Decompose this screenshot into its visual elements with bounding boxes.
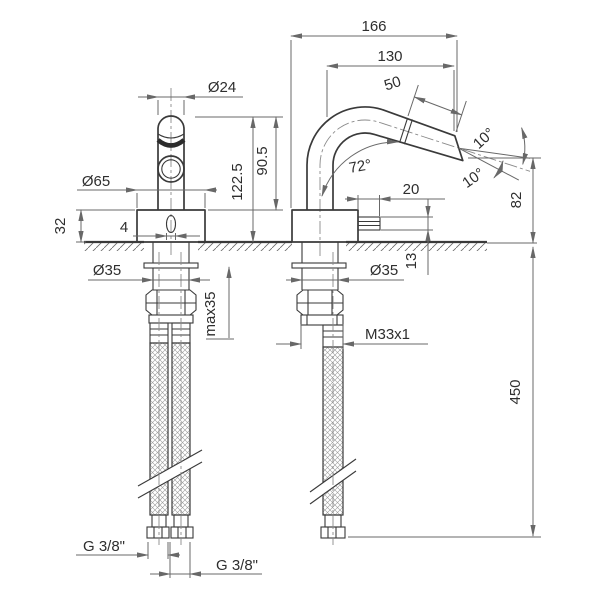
front-hoses	[137, 252, 203, 545]
countertop	[84, 240, 537, 251]
dim-lever-diameter-label: 13	[403, 253, 420, 270]
dim-hose-fitting-left-label: G 3/8"	[83, 538, 125, 555]
dim-hose-fitting-right: G 3/8"	[150, 542, 262, 578]
dim-spout-reach: 130	[326, 48, 455, 131]
hose-break-gap	[138, 450, 202, 498]
hose-end-cap-right	[170, 526, 194, 539]
dim-lever-diameter: 13	[381, 199, 433, 275]
side-collar	[300, 314, 344, 326]
dim-slot-width: 4	[120, 219, 200, 240]
dim-hose-fitting-right-label: G 3/8"	[216, 557, 258, 574]
dim-shank-diameter-side: Ø35	[286, 262, 404, 283]
hose-end-cap-left	[146, 526, 170, 539]
side-hex-nut	[296, 289, 344, 316]
dim-spout-reach-label: 130	[377, 48, 402, 65]
dim-hose-thread: M33x1	[276, 324, 428, 349]
swivel-arc-down	[493, 159, 504, 179]
front-cartridge-band	[156, 138, 186, 148]
counter-hatch	[84, 243, 144, 251]
side-spout	[306, 106, 464, 210]
aerator-joint	[399, 117, 409, 143]
dim-lever-reach: 20	[345, 181, 445, 216]
dim-hose-thread-label: M33x1	[365, 326, 410, 343]
dim-lever-reach-label: 20	[403, 181, 420, 198]
hose-break-line	[137, 449, 203, 487]
dim-shank-diameter-front-label: Ø35	[93, 262, 121, 279]
front-hex-nut	[145, 289, 197, 316]
side-body	[291, 209, 359, 243]
dim-max-mounting-thickness: max35	[202, 266, 234, 340]
dim-base-diameter: Ø65	[77, 173, 217, 208]
front-cartridge-line	[157, 133, 185, 139]
side-view	[291, 106, 531, 545]
dim-hose-fitting-left: G 3/8"	[76, 538, 180, 559]
dim-shank-diameter-front: Ø35	[88, 262, 210, 283]
side-centerline	[319, 119, 531, 256]
dim-base-diameter-label: Ø65	[82, 173, 110, 190]
front-aerator-inner	[161, 159, 181, 179]
dim-slot-width-label: 4	[120, 219, 128, 236]
aerator-swivel-fan	[458, 126, 531, 181]
side-shank	[291, 242, 347, 326]
dim-hose-length-label: 450	[507, 379, 524, 404]
dim-shank-diameter-side-label: Ø35	[370, 262, 398, 279]
front-spout-column	[157, 115, 185, 210]
dim-overall-height-label: 122.5	[229, 163, 246, 201]
front-aerator-outer	[157, 155, 185, 183]
dim-spout-diameter-label: Ø24	[208, 79, 236, 96]
dim-swivel-down-label: 10°	[459, 165, 487, 192]
counter-hatch	[346, 243, 487, 251]
dim-spout-height-label: 90.5	[254, 146, 271, 175]
counter-hatch	[198, 243, 292, 251]
dim-body-height-label: 32	[52, 218, 69, 235]
dim-outlet-height-label: 82	[508, 192, 525, 209]
dim-aerator-length: 50	[382, 73, 467, 133]
front-body	[136, 209, 206, 243]
dim-overall-width: 166	[290, 18, 458, 208]
dim-spout-height: 90.5	[208, 116, 283, 211]
dim-swivel-up-label: 10°	[470, 125, 498, 153]
dim-max-mounting-thickness-label: max35	[202, 291, 219, 336]
hose-break-line	[309, 470, 357, 505]
dim-spout-angle-label: 72°	[348, 156, 373, 177]
front-view	[136, 88, 206, 545]
dim-body-height: 32	[52, 209, 135, 243]
front-slot	[165, 214, 177, 234]
hose-break-line	[137, 461, 203, 499]
dim-aerator-length-label: 50	[382, 73, 403, 94]
front-collar	[148, 314, 194, 324]
dim-spout-angle: 72°	[321, 139, 399, 197]
side-hose	[309, 252, 357, 545]
dim-overall-height: 122.5	[195, 116, 283, 243]
dim-outlet-height: 82	[468, 157, 541, 244]
dim-spout-diameter: Ø24	[138, 79, 243, 115]
aerator-joint	[403, 119, 413, 145]
swivel-arc-up	[521, 126, 529, 166]
side-lever	[357, 216, 381, 231]
dim-overall-width-label: 166	[361, 18, 386, 35]
dim-hose-length: 450	[348, 246, 541, 538]
